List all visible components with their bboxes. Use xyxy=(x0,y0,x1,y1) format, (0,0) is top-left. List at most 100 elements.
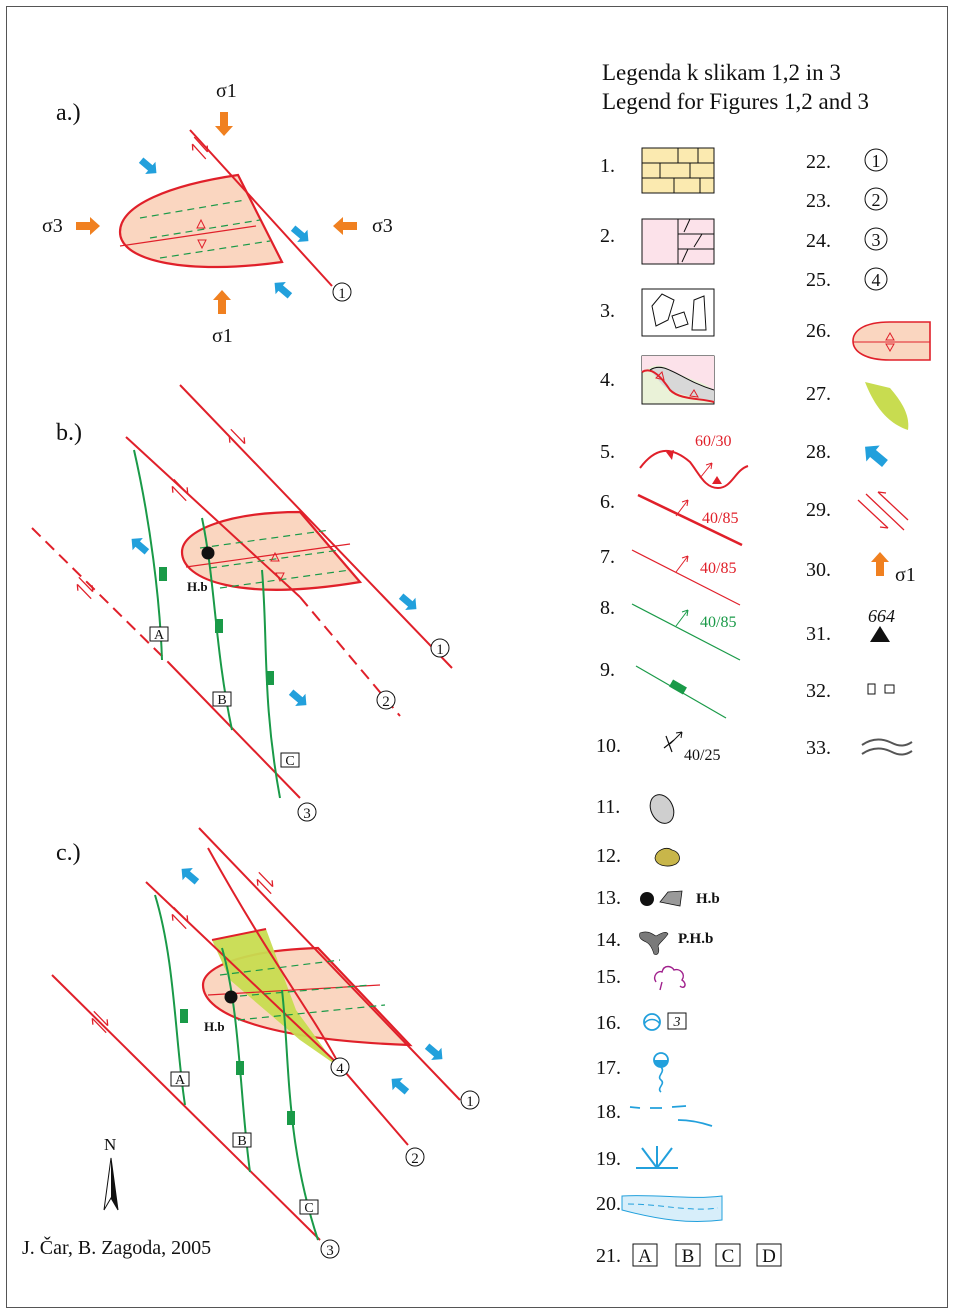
legend-symbol-11 xyxy=(649,794,675,824)
credit-text: J. Čar, B. Zagoda, 2005 xyxy=(22,1235,211,1259)
legend-label-6: 40/85 xyxy=(702,510,738,527)
legend-num-17: 17. xyxy=(596,1057,621,1079)
legend-symbol-6: 40/85 xyxy=(637,493,743,547)
legend-num-32: 32. xyxy=(806,680,831,702)
legend-num-29: 29. xyxy=(806,499,831,521)
legend-box-a: A xyxy=(638,1246,652,1267)
legend-symbol-9 xyxy=(635,665,727,719)
sigma3-left-label: σ3 xyxy=(42,215,63,237)
box-a-b: A xyxy=(154,628,165,643)
fault-number-1-c: 1 xyxy=(466,1094,474,1110)
legend-num-5: 5. xyxy=(600,441,615,463)
legend-num-30: 30. xyxy=(806,559,831,581)
legend-num-4: 4. xyxy=(600,369,615,391)
legend-symbol-14: P.H.b xyxy=(639,931,713,955)
legend-symbol-21: A B C D xyxy=(632,1243,782,1267)
legend-label-7: 40/85 xyxy=(700,560,736,577)
hb-label-c: H.b xyxy=(204,1019,225,1034)
legend-circle-3: 3 xyxy=(872,230,881,250)
legend-label-13: H.b xyxy=(696,891,720,907)
box-b-b: B xyxy=(217,693,226,708)
legend-num-16: 16. xyxy=(596,1012,621,1034)
box-b-c: B xyxy=(237,1134,246,1149)
legend-symbol-7: 40/85 xyxy=(631,549,741,606)
sigma1-bottom-label: σ1 xyxy=(212,325,233,347)
sigma1-top-arrow xyxy=(215,112,233,136)
legend-title-en: Legend for Figures 1,2 and 3 xyxy=(602,89,869,114)
legend-num-11: 11. xyxy=(596,796,620,818)
legend-symbol-27 xyxy=(865,382,909,430)
legend-symbol-10: 40/25 xyxy=(663,731,720,764)
legend-symbol-26 xyxy=(852,321,931,361)
panel-a-label: a.) xyxy=(56,100,81,126)
legend-num-12: 12. xyxy=(596,845,621,867)
legend-symbol-13: H.b xyxy=(640,890,720,907)
legend-symbol-2 xyxy=(641,218,715,265)
legend-num-31: 31. xyxy=(806,623,831,645)
legend-label-8: 40/85 xyxy=(700,614,736,631)
fault-line-1 xyxy=(189,129,333,287)
sigma3-left-arrow xyxy=(76,217,100,235)
panel-c: c.) H.b A B C 1 2 3 4 xyxy=(51,827,480,1259)
legend-num-18: 18. xyxy=(596,1101,621,1123)
sigma3-right-arrow xyxy=(333,217,357,235)
legend-num-7: 7. xyxy=(600,546,615,568)
legend-symbol-15 xyxy=(653,965,686,991)
legend-symbol-8: 40/85 xyxy=(631,603,741,661)
fault-number-3-b: 3 xyxy=(303,806,311,822)
legend-symbol-16: 3 xyxy=(643,1012,687,1031)
sigma1-bottom-arrow xyxy=(213,290,231,314)
panel-b: b.) H.b A B C 1 2 3 xyxy=(31,384,453,822)
legend-circle-1: 1 xyxy=(872,151,881,171)
legend-symbol-18 xyxy=(629,1105,713,1127)
legend-circle-4: 4 xyxy=(872,270,881,290)
fault-number-2-b: 2 xyxy=(382,694,390,710)
panel-b-label: b.) xyxy=(56,420,82,446)
legend-symbol-28 xyxy=(858,438,892,472)
legend-num-22: 22. xyxy=(806,151,831,173)
legend: Legenda k slikam 1,2 in 3 Legend for Fig… xyxy=(596,60,931,1267)
legend-num-6: 6. xyxy=(600,491,615,513)
legend-symbol-19 xyxy=(636,1146,678,1169)
legend-num-25: 25. xyxy=(806,269,831,291)
legend-box-d: D xyxy=(762,1246,776,1267)
legend-title-sl: Legenda k slikam 1,2 in 3 xyxy=(602,60,841,85)
legend-symbol-31: 664 xyxy=(868,606,895,642)
legend-num-26: 26. xyxy=(806,320,831,342)
legend-num-9: 9. xyxy=(600,659,615,681)
legend-symbol-32 xyxy=(867,683,895,695)
fault-number-2-c: 2 xyxy=(411,1151,419,1167)
figure-frame xyxy=(6,6,948,1308)
legend-label-30: σ1 xyxy=(895,564,916,586)
legend-num-27: 27. xyxy=(806,383,831,405)
legend-num-10: 10. xyxy=(596,735,621,757)
legend-label-31: 664 xyxy=(868,606,895,626)
fault-number-4-c: 4 xyxy=(336,1061,344,1077)
legend-label-10: 40/25 xyxy=(684,747,720,764)
legend-symbol-17 xyxy=(653,1052,669,1093)
legend-symbol-4 xyxy=(641,355,715,405)
fault-number-1: 1 xyxy=(338,286,346,302)
legend-num-13: 13. xyxy=(596,887,621,909)
legend-num-8: 8. xyxy=(600,597,615,619)
fault-number-1-b: 1 xyxy=(436,642,444,658)
legend-label-14: P.H.b xyxy=(678,931,713,947)
legend-symbol-3 xyxy=(641,288,715,337)
legend-num-2: 2. xyxy=(600,225,615,247)
box-c-c: C xyxy=(304,1201,313,1216)
legend-symbol-1 xyxy=(641,147,715,194)
north-arrow: N xyxy=(103,1135,119,1211)
hb-label-b: H.b xyxy=(187,579,208,594)
legend-circle-2: 2 xyxy=(872,190,881,210)
legend-symbol-29 xyxy=(857,491,909,531)
legend-num-33: 33. xyxy=(806,737,831,759)
legend-num-20: 20. xyxy=(596,1193,621,1215)
legend-num-28: 28. xyxy=(806,441,831,463)
legend-box-b: B xyxy=(682,1246,695,1267)
legend-symbol-30: σ1 xyxy=(871,552,916,586)
north-label: N xyxy=(104,1135,116,1154)
legend-num-23: 23. xyxy=(806,190,831,212)
panel-a: a.) σ1 σ1 σ3 σ3 1 xyxy=(42,80,393,347)
fault-number-3-c: 3 xyxy=(326,1243,334,1259)
